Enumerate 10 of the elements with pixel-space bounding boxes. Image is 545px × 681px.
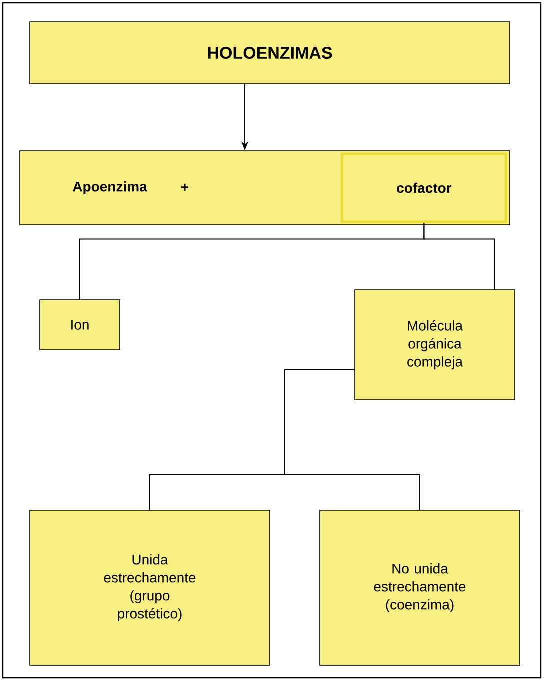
process-box: No unida estrechamente (coenzima): [320, 510, 520, 666]
process-box: Unida estrechamente (grupo prostético): [30, 510, 270, 666]
process-box: Molécula orgánica compleja: [354, 290, 516, 400]
process-box: Ion: [40, 300, 120, 350]
connector-line: [424, 222, 496, 290]
process-box: cofactor: [341, 152, 508, 224]
connector-line: [284, 370, 420, 511]
node-text: +: [182, 184, 189, 192]
title-box: HOLOENZIMAS: [30, 22, 510, 84]
node-text: Apoenzima: [73, 181, 148, 195]
